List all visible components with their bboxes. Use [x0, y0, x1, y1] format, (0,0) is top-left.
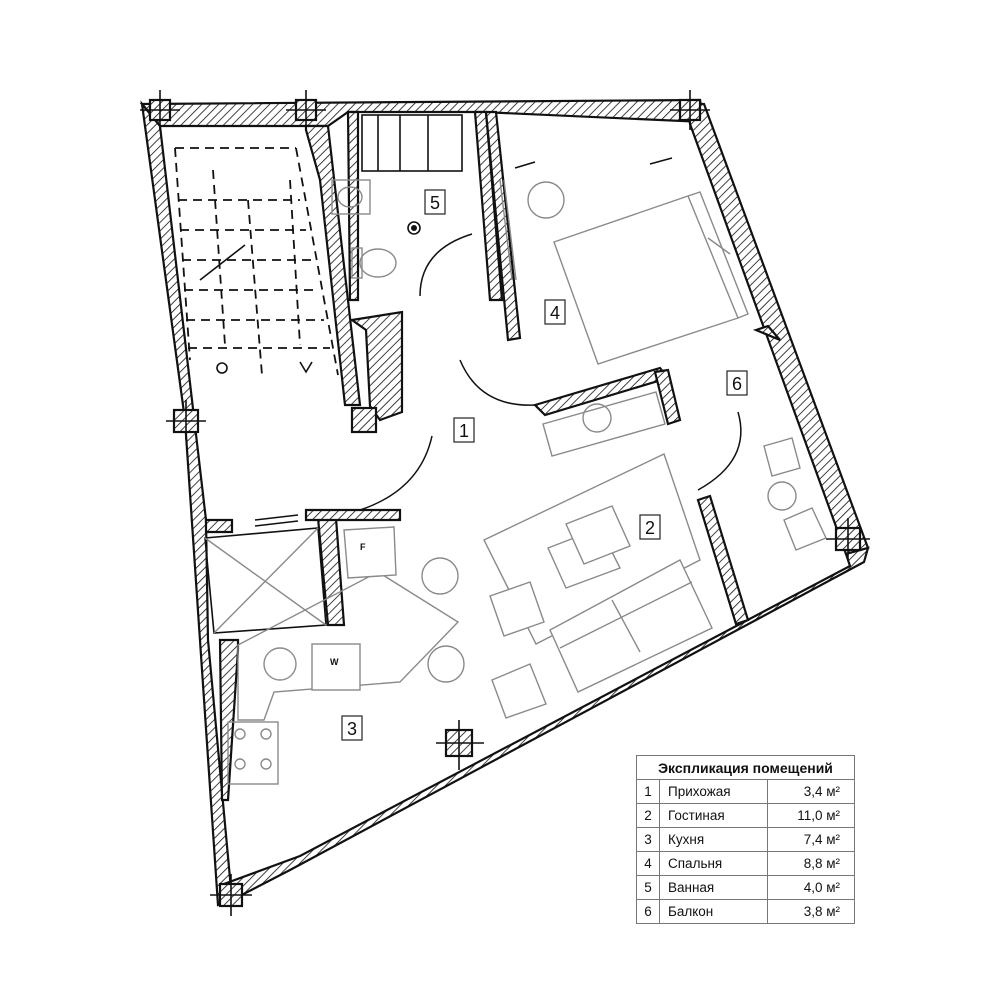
room-name: Кухня	[659, 827, 768, 852]
wall-bath-east	[473, 110, 504, 302]
wall-living-east	[696, 494, 750, 626]
bathroom-door	[419, 233, 473, 297]
chair	[421, 557, 459, 595]
coffee-table-2	[565, 505, 631, 565]
wall-kitchen-north	[204, 518, 234, 534]
wall-bedroom-west	[484, 110, 522, 342]
room-number: 4	[636, 851, 660, 876]
doors	[359, 233, 742, 511]
room-labels: 1 2 3 4 5 6	[341, 189, 748, 741]
room-number: 2	[636, 803, 660, 828]
double-bed	[553, 195, 739, 365]
room-schedule-title: Экспликация помещений	[636, 755, 855, 780]
stove	[227, 721, 279, 785]
room-name: Прихожая	[659, 779, 768, 804]
room-area: 3,4 м²	[767, 779, 855, 804]
wall-hall-south	[304, 508, 402, 522]
table-row: 5 Ванная 4,0 м²	[636, 875, 855, 900]
table-row: 6 Балкон 3,8 м²	[636, 899, 855, 924]
balcony-table	[767, 481, 797, 511]
room-area: 7,4 м²	[767, 827, 855, 852]
staircase	[174, 147, 339, 376]
wall-balcony-divider	[653, 368, 682, 426]
armchair	[489, 581, 545, 637]
room-name: Гостиная	[659, 803, 768, 828]
bathroom-fixtures	[331, 114, 463, 279]
washer-label: W	[330, 657, 339, 667]
room-number-5: 5	[430, 193, 440, 213]
ottoman	[491, 663, 547, 719]
wall-north	[139, 98, 706, 128]
wall-west	[140, 100, 234, 907]
sink	[331, 179, 371, 215]
room-area: 3,8 м²	[767, 899, 855, 924]
room-number-2: 2	[645, 518, 655, 538]
balcony-furniture	[763, 437, 827, 551]
wall-kitchen-west	[218, 638, 240, 802]
lift-shaft	[204, 514, 327, 634]
wall-stair-closet	[349, 310, 404, 422]
fridge-label: F	[360, 542, 366, 552]
balcony-chair	[783, 507, 827, 551]
room-number: 6	[636, 899, 660, 924]
room-number-6: 6	[732, 374, 742, 394]
room-name: Спальня	[659, 851, 768, 876]
room-area: 11,0 м²	[767, 803, 855, 828]
bedroom-furniture	[499, 157, 749, 365]
table-row: 3 Кухня 7,4 м²	[636, 827, 855, 852]
room-schedule-table: Экспликация помещений 1 Прихожая 3,4 м² …	[636, 755, 855, 924]
fridge	[343, 526, 397, 579]
table-row: 2 Гостиная 11,0 м²	[636, 803, 855, 828]
column	[350, 406, 378, 434]
room-name: Ванная	[659, 875, 768, 900]
toilet-tank	[351, 247, 363, 279]
room-number: 5	[636, 875, 660, 900]
wall-bedroom-balcony	[752, 324, 781, 342]
room-number: 3	[636, 827, 660, 852]
balcony-door	[697, 411, 742, 491]
room-area: 4,0 м²	[767, 875, 855, 900]
bathtub	[361, 114, 463, 172]
room-number: 1	[636, 779, 660, 804]
washer	[311, 643, 361, 691]
table-row: 4 Спальня 8,8 м²	[636, 851, 855, 876]
balcony-chair	[763, 437, 801, 477]
kitchen-sink	[263, 647, 297, 681]
chair	[427, 645, 465, 683]
room-number-1: 1	[459, 421, 469, 441]
bedside-table	[527, 181, 565, 219]
table-row: 1 Прихожая 3,4 м²	[636, 779, 855, 804]
room-number-4: 4	[550, 303, 560, 323]
interior-walls	[204, 110, 781, 802]
room-number-3: 3	[347, 719, 357, 739]
wall-east	[686, 102, 870, 556]
columns	[140, 90, 870, 916]
kitchen-furniture: F W	[227, 526, 465, 785]
tv-stand	[542, 391, 666, 457]
room-name: Балкон	[659, 899, 768, 924]
living-furniture	[483, 391, 713, 719]
room-area: 8,8 м²	[767, 851, 855, 876]
entry-door	[359, 435, 433, 511]
bedroom-door	[459, 359, 537, 406]
toilet-bowl	[359, 248, 397, 278]
